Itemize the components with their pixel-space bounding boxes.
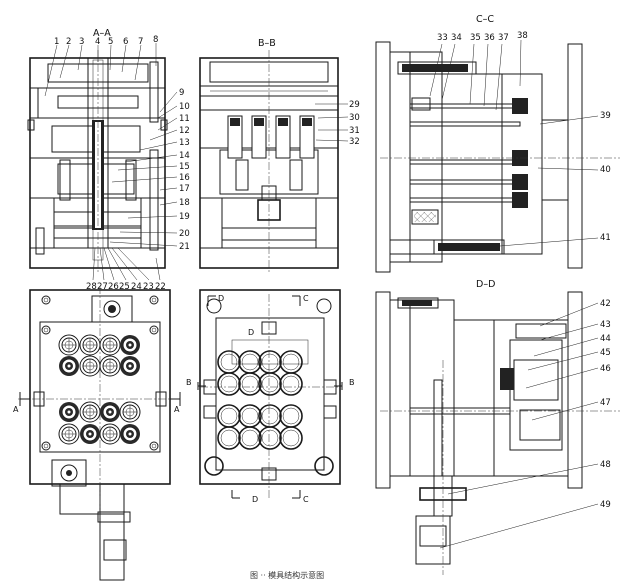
part-label-14: 14	[179, 151, 190, 161]
part-label-38: 38	[517, 31, 528, 41]
section-mark-d-bottom: D	[252, 495, 258, 504]
part-label-1: 1	[54, 37, 59, 47]
part-label-27: 27	[97, 282, 108, 292]
part-label-6: 6	[123, 37, 128, 47]
title-cc: C–C	[476, 14, 494, 25]
section-mark-b-left: B	[186, 378, 192, 387]
part-label-22: 22	[155, 282, 166, 292]
figure-caption: 图 ·· 模具结构示意图	[250, 570, 324, 580]
part-label-42: 42	[600, 299, 611, 309]
part-label-18: 18	[179, 198, 190, 208]
part-label-15: 15	[179, 162, 190, 172]
part-label-24: 24	[131, 282, 142, 292]
section-mark-d-top: D	[218, 294, 224, 303]
section-mark-a-right: A	[174, 405, 180, 414]
part-label-9: 9	[179, 88, 184, 98]
part-label-17: 17	[179, 184, 190, 194]
part-label-32: 32	[349, 137, 360, 147]
part-label-5: 5	[108, 37, 113, 47]
part-label-39: 39	[600, 111, 611, 121]
part-label-37: 37	[498, 33, 509, 43]
part-label-43: 43	[600, 320, 611, 330]
title-aa: A–A	[93, 28, 111, 39]
part-label-4: 4	[95, 37, 100, 47]
title-dd: D–D	[476, 279, 495, 290]
section-mark-b-right: B	[349, 378, 355, 387]
part-label-35: 35	[470, 33, 481, 43]
part-label-46: 46	[600, 364, 611, 374]
view-section-aa: A–A 1	[27, 28, 190, 292]
part-label-44: 44	[600, 334, 611, 344]
part-label-31: 31	[349, 126, 360, 136]
part-label-48: 48	[600, 460, 611, 470]
part-label-49: 49	[600, 500, 611, 510]
part-label-3: 3	[79, 37, 84, 47]
title-bb: B–B	[258, 38, 276, 49]
part-label-29: 29	[349, 100, 360, 110]
part-label-33: 33	[437, 33, 448, 43]
part-label-13: 13	[179, 138, 190, 148]
part-label-20: 20	[179, 229, 190, 239]
part-label-30: 30	[349, 113, 360, 123]
part-label-10: 10	[179, 102, 190, 112]
view-plan-fixed-half: A A	[13, 286, 182, 581]
part-label-25: 25	[119, 282, 130, 292]
part-label-41: 41	[600, 233, 611, 243]
part-label-47: 47	[600, 398, 611, 408]
part-label-11: 11	[179, 114, 190, 124]
part-label-40: 40	[600, 165, 611, 175]
section-mark-d-inner: D	[248, 328, 254, 337]
view-plan-moving-half: B B D C D D C	[186, 289, 355, 504]
view-section-bb: B–B 29 30 31 32	[199, 38, 360, 272]
part-label-8: 8	[153, 35, 158, 45]
part-label-45: 45	[600, 348, 611, 358]
part-label-36: 36	[484, 33, 495, 43]
part-label-21: 21	[179, 242, 190, 252]
part-label-19: 19	[179, 212, 190, 222]
section-mark-a-left: A	[13, 405, 19, 414]
part-label-12: 12	[179, 126, 190, 136]
section-mark-c-bottom: C	[303, 495, 309, 504]
part-label-2: 2	[66, 37, 71, 47]
view-section-dd: D–D 42 43 44 45 46 47 48 49	[375, 279, 620, 575]
part-label-28: 28	[86, 282, 97, 292]
section-mark-c-top: C	[303, 294, 309, 303]
part-label-16: 16	[179, 173, 190, 183]
part-label-26: 26	[108, 282, 119, 292]
part-label-7: 7	[138, 37, 143, 47]
part-label-34: 34	[451, 33, 462, 43]
view-section-cc: C–C 33 34 35 36 37	[375, 14, 620, 273]
part-label-23: 23	[143, 282, 154, 292]
